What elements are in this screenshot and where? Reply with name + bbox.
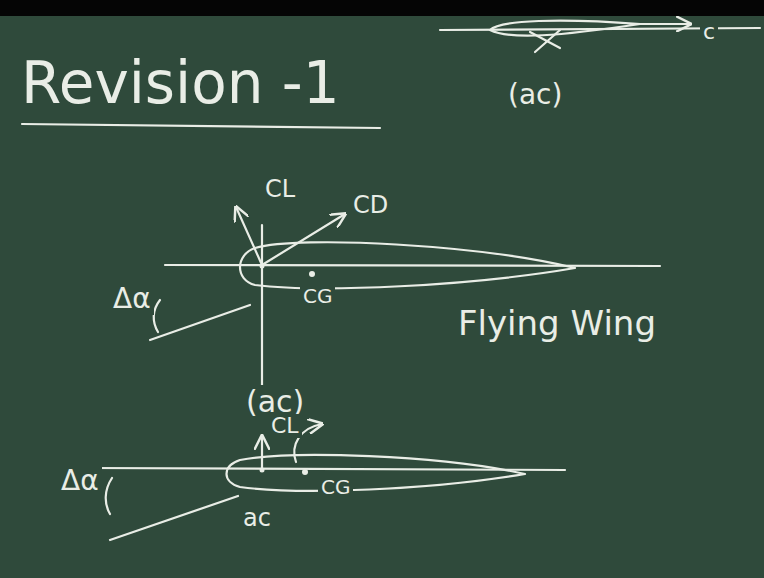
drag-label: CD: [350, 192, 391, 218]
cg-label: CG: [300, 285, 335, 307]
lift-arrow: [236, 207, 262, 265]
lift-label: CL: [262, 176, 298, 202]
angle-label: Δα: [110, 284, 154, 315]
airfoil: [227, 455, 526, 491]
ac-dot: [260, 468, 265, 473]
angle-line: [150, 305, 250, 340]
note: Flying Wing: [455, 305, 659, 342]
airfoil: [490, 21, 640, 36]
ac-dot: [260, 264, 265, 269]
lift-arrow: [261, 436, 263, 470]
angle-arc: [106, 478, 112, 514]
cross-mark: [530, 30, 560, 52]
ac-label: ac: [240, 505, 274, 531]
angle-label: Δα: [58, 466, 102, 497]
drag-arrow: [262, 214, 345, 265]
ac-label: (ac): [505, 80, 565, 111]
angle-arc: [154, 300, 160, 332]
lift-label: CL: [268, 414, 302, 438]
ac-line: [261, 225, 263, 395]
arrow: [640, 23, 690, 25]
angle-line: [110, 496, 238, 540]
title-underline: [22, 124, 380, 128]
airfoil: [240, 242, 575, 288]
cg-dot: [309, 271, 315, 277]
top-band: [0, 0, 764, 16]
board-title: Revision -1: [18, 52, 343, 116]
cg-label: CG: [318, 476, 353, 498]
cg-dot: [302, 469, 308, 475]
partial-label: c: [700, 20, 718, 44]
